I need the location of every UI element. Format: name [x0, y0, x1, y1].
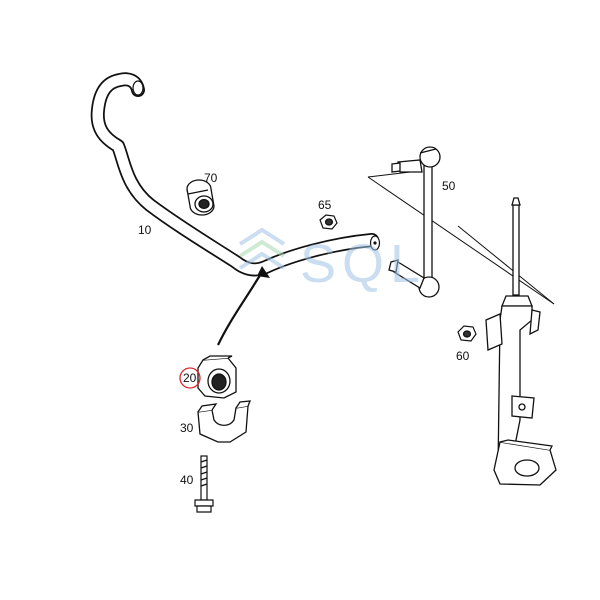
highlight-circle — [179, 367, 201, 389]
nut-60 — [457, 325, 477, 342]
label-40: 40 — [180, 473, 194, 487]
bushing-20 — [197, 355, 237, 399]
stabilizer-bar — [90, 72, 381, 277]
strut-assembly — [485, 197, 557, 486]
assembly-arrow — [217, 266, 270, 346]
label-70: 70 — [204, 171, 218, 185]
label-60: 60 — [456, 349, 470, 363]
bolt-40 — [194, 455, 214, 513]
label-30: 30 — [180, 421, 194, 435]
bar-rubber-mount — [186, 179, 215, 216]
reference-lines — [367, 171, 555, 305]
label-20: 20 — [183, 371, 197, 385]
stabilizer-link — [388, 146, 441, 298]
nut-65 — [319, 214, 338, 230]
label-65: 65 — [318, 198, 332, 212]
label-50: 50 — [442, 179, 456, 193]
clamp-bracket-30 — [197, 400, 252, 443]
watermark: SQL — [238, 227, 426, 294]
part-labels: 10 20 30 40 50 60 65 70 — [138, 171, 470, 487]
watermark-text: SQL — [300, 234, 426, 294]
label-10: 10 — [138, 223, 152, 237]
